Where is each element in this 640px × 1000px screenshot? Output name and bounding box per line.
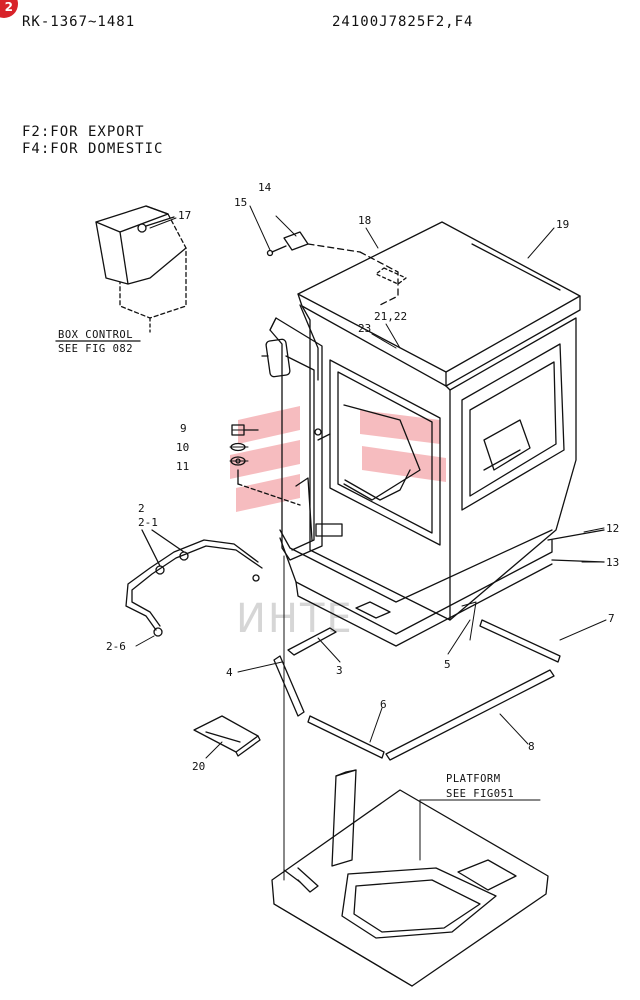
callout-3: 3 [336,664,343,677]
callout-14: 14 [258,181,272,194]
callout-18: 18 [358,214,371,227]
callout-9: 9 [180,422,187,435]
ref-platform: PLATFORM [446,773,501,785]
callout-15: 15 [234,196,247,209]
callout-19: 19 [556,218,569,231]
callout-23: 23 [358,322,371,335]
page-badge-number: 2 [4,0,13,14]
callout-4: 4 [226,666,233,679]
callout-8: 8 [528,740,535,753]
callout-2-1: 2-1 [138,516,158,529]
callout-20: 20 [192,760,205,773]
callout-5: 5 [444,658,451,671]
callout-10: 10 [176,441,189,454]
callout-6: 6 [380,698,387,711]
callout-13: 13 [606,556,619,569]
note-export: F2:FOR EXPORT [22,124,145,140]
callout-21-22: 21,22 [374,310,407,323]
cab-roof [297,221,581,387]
callout-2-6: 2-6 [106,640,126,653]
cab-lamp-part [266,231,361,257]
callout-7: 7 [608,612,615,625]
box-control [55,205,187,342]
note-domestic: F4:FOR DOMESTIC [22,141,164,157]
cab-body [299,304,577,621]
assist-handle [125,529,263,637]
callout-17: 17 [178,209,191,222]
page-badge: 2 [0,0,18,18]
bracket-plate [193,715,261,757]
seal-strips [273,601,561,761]
callout-11: 11 [176,460,189,473]
ref-box-control: BOX CONTROL [58,329,133,341]
cab-door [261,317,343,561]
serial-range: RK-1367~1481 [22,14,136,30]
ref-box-control-fig: SEE FIG 082 [58,343,133,355]
callout-12: 12 [606,522,619,535]
ref-platform-fig: SEE FIG051 [446,788,514,800]
platform [271,769,549,987]
callout-2: 2 [138,502,145,515]
leader-lines [135,205,607,759]
part-number: 24100J7825F2,F4 [332,14,474,30]
